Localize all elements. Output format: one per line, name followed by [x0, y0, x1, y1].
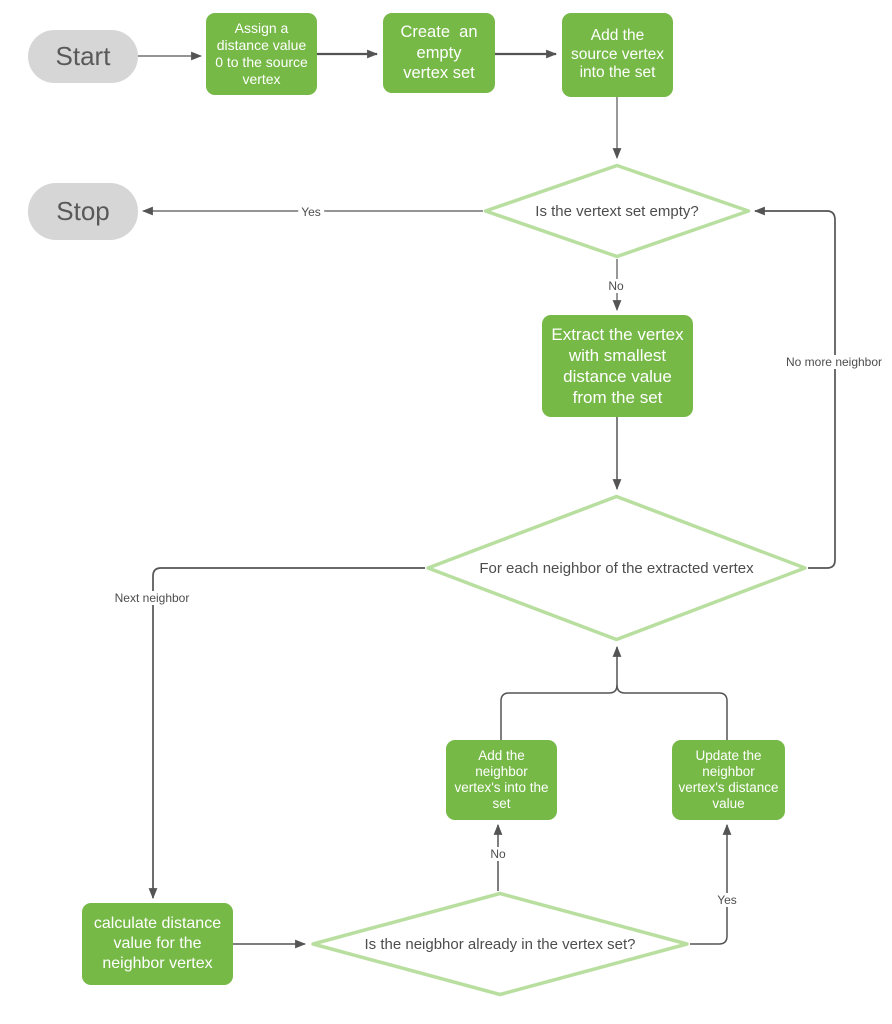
edge-label-no-extract: No: [605, 279, 627, 293]
decision-foreach-neighbor-label: For each neighbor of the extracted verte…: [479, 559, 754, 577]
edge-label-no-add: No: [487, 847, 509, 861]
process-assign-distance: Assign a distance value 0 to the source …: [206, 13, 317, 95]
edge-nextneighbor-loop: [148, 567, 425, 900]
diamond-shape: [483, 163, 751, 259]
start-terminal: Start: [28, 30, 138, 83]
process-update-neighbor-distance: Update the neighbor vertex's distance va…: [672, 740, 785, 820]
process-calculate-distance: calculate distance value for the neighbo…: [82, 903, 233, 985]
decision-vertex-set-empty: Is the vertext set empty?: [483, 163, 751, 259]
decision-vertex-set-empty-label: Is the vertext set empty?: [535, 202, 699, 220]
stop-terminal: Stop: [28, 183, 138, 240]
process-add-source-vertex: Add the source vertex into the set: [562, 13, 673, 97]
edge-label-next-neighbor: Next neighbor: [111, 591, 193, 605]
edge-nomoreneighbor-loop: [753, 206, 836, 569]
process-extract-min-vertex: Extract the vertex with smallest distanc…: [542, 315, 693, 417]
diamond-shape: [426, 494, 807, 642]
edge-label-no-more-neighbor: No more neighbor: [782, 355, 886, 369]
edge-update-foreach: [616, 684, 728, 740]
edge-label-yes-update: Yes: [714, 893, 740, 907]
edge-label-yes-stop: Yes: [298, 205, 324, 219]
decision-foreach-neighbor: For each neighbor of the extracted verte…: [425, 494, 808, 642]
decision-neighbor-in-set: Is the neigbhor already in the vertex se…: [310, 891, 690, 997]
diamond-shape: [311, 891, 689, 997]
decision-neighbor-in-set-label: Is the neigbhor already in the vertex se…: [364, 935, 636, 953]
process-add-neighbor: Add the neighbor vertex's into the set: [446, 740, 557, 820]
edge-inset-update: [690, 823, 732, 945]
process-create-vertex-set: Create an empty vertex set: [383, 13, 495, 93]
edge-addneighbor-foreach: [500, 645, 622, 740]
